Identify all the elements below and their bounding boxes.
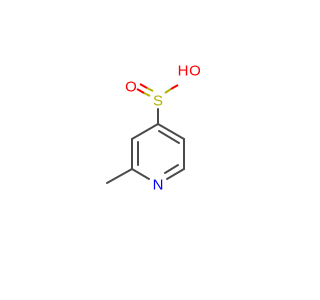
bond-c6-n-inner bbox=[164, 164, 179, 174]
atom-label-sulfur: S bbox=[153, 93, 163, 110]
molecule-diagram: H O O S N bbox=[106, 63, 201, 194]
bond-c6-n bbox=[166, 168, 185, 180]
bond-s-o2-b bbox=[139, 83, 148, 89]
bond-s-oh-a bbox=[164, 88, 172, 94]
bond-s-o-b bbox=[136, 88, 145, 94]
bond-s-o2-a bbox=[146, 87, 154, 92]
atom-label-hydroxyl-o: O bbox=[189, 63, 201, 80]
bond-c4-c5-inner bbox=[158, 130, 180, 144]
bond-n-c2 bbox=[131, 168, 150, 180]
atom-label-nitrogen: N bbox=[153, 177, 164, 194]
bond-c3-c4 bbox=[131, 123, 159, 140]
bond-methyl-c2 bbox=[106, 168, 133, 184]
atom-label-h: H bbox=[178, 63, 189, 80]
atom-label-sulfinyl-o: O bbox=[125, 79, 137, 96]
bond-c4-c5 bbox=[157, 123, 185, 140]
bond-s-o-a bbox=[143, 92, 151, 97]
structure-drawing: H O O S N bbox=[106, 63, 201, 194]
bond-s-oh-b bbox=[170, 84, 179, 90]
